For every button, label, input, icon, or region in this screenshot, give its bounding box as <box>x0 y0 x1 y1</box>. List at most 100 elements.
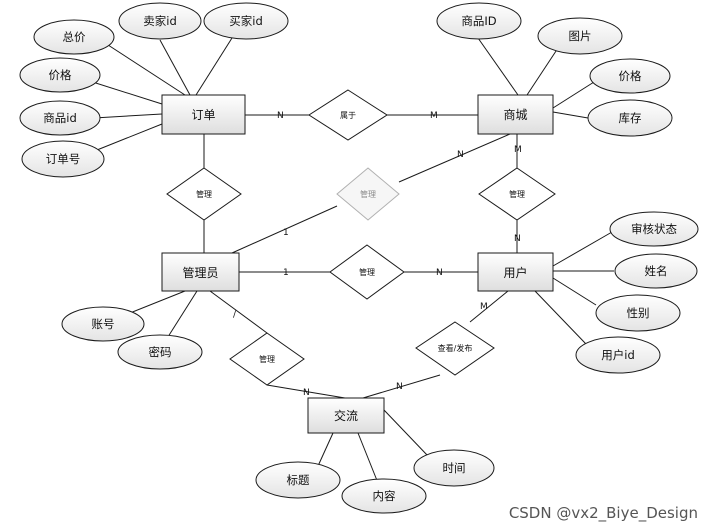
edge-adminexchange-exchange <box>266 384 346 399</box>
watermark: CSDN @vx2_Biye_Design <box>508 504 698 522</box>
edge-userexchange-exchange <box>362 374 441 399</box>
edge-mall-image <box>526 44 561 96</box>
attr-mall-stock-label: 库存 <box>619 111 642 125</box>
edge-mall-adminmall <box>398 133 511 183</box>
relation-admin-mall-label: 管理 <box>360 189 376 199</box>
attr-mall-product-id-label: 商品ID <box>461 14 496 28</box>
card-mall-usermall: M <box>514 145 522 155</box>
attr-exchange-time: 时间 <box>413 449 495 487</box>
entity-admin: 管理员 <box>161 252 240 292</box>
cardinality-labels: N M N 1 M N 1 N / N M N <box>233 111 522 398</box>
entity-admin-label: 管理员 <box>182 265 218 280</box>
card-userexchange-exchange: N <box>396 382 403 392</box>
relation-admin-exchange: 管理 <box>229 332 305 386</box>
entity-mall: 商城 <box>477 94 554 135</box>
edge-exchange-title <box>317 432 334 467</box>
attr-mall-product-id: 商品ID <box>436 2 522 40</box>
attr-order-product-id: 商品id <box>19 100 101 136</box>
attr-mall-price: 价格 <box>589 58 671 94</box>
relation-admin-user-label: 管理 <box>359 267 375 277</box>
attr-order-no-label: 订单号 <box>46 152 81 166</box>
attr-admin-password: 密码 <box>117 334 203 370</box>
attr-order-seller-id: 卖家id <box>118 2 202 40</box>
attr-user-review-status-label: 审核状态 <box>631 222 677 236</box>
edge-adminmall-admin <box>231 205 338 254</box>
card-belongs-mall: M <box>430 111 438 121</box>
card-admin-adminuser: 1 <box>283 268 289 278</box>
attr-order-total-label: 总价 <box>63 30 86 44</box>
attr-order-seller-id-label: 卖家id <box>143 14 177 28</box>
card-adminexchange-exchange: N <box>303 388 310 398</box>
attr-user-gender: 性别 <box>595 294 681 332</box>
attr-mall-stock: 库存 <box>587 99 673 137</box>
edge-order-productid <box>93 113 163 119</box>
attr-user-name: 姓名 <box>614 253 698 289</box>
attr-mall-price-label: 价格 <box>619 69 642 83</box>
edge-exchange-content <box>357 432 379 484</box>
card-adminmall-admin: 1 <box>283 228 289 238</box>
attr-user-id-label: 用户id <box>601 348 635 362</box>
attr-user-gender-label: 性别 <box>627 306 650 320</box>
relation-admin-order: 管理 <box>166 167 242 221</box>
relation-user-exchange-label: 查看/发布 <box>438 343 473 353</box>
entity-order: 订单 <box>161 94 246 135</box>
relation-admin-exchange-label: 管理 <box>259 354 275 364</box>
relation-admin-user: 管理 <box>329 244 405 300</box>
edge-admin-account <box>124 290 186 316</box>
entity-user-label: 用户 <box>503 265 527 280</box>
card-mall-adminmall: N <box>457 150 464 160</box>
attr-exchange-time-label: 时间 <box>443 461 466 475</box>
attr-order-no: 订单号 <box>21 140 105 178</box>
attr-admin-password-label: 密码 <box>149 345 172 359</box>
card-adminuser-user: N <box>436 268 443 278</box>
attr-order-price: 价格 <box>19 57 101 93</box>
attr-exchange-title: 标题 <box>255 461 341 499</box>
relation-belongs: 属于 <box>308 89 388 141</box>
relation-admin-order-label: 管理 <box>196 189 212 199</box>
relation-admin-mall: 管理 <box>336 167 400 221</box>
entity-order-label: 订单 <box>191 108 215 122</box>
edge-order-buyer <box>195 37 233 96</box>
entity-exchange-label: 交流 <box>334 408 358 423</box>
edge-user-gender <box>552 277 597 306</box>
edge-mall-price <box>552 81 595 109</box>
card-usermall-user: N <box>514 234 521 244</box>
entity-exchange: 交流 <box>307 397 385 434</box>
attr-user-id: 用户id <box>575 336 661 374</box>
relation-user-mall-label: 管理 <box>509 189 525 199</box>
card-admin-adminexchange: / <box>233 310 237 320</box>
attr-order-buyer-id: 买家id <box>203 2 289 40</box>
relation-belongs-label: 属于 <box>340 111 356 120</box>
entity-user: 用户 <box>477 252 554 292</box>
entity-mall-label: 商城 <box>503 107 527 122</box>
relation-user-exchange: 查看/发布 <box>415 321 495 376</box>
edge-order-total <box>104 42 186 96</box>
edge-user-review <box>552 231 613 267</box>
edge-user-id <box>534 290 587 345</box>
attr-mall-image: 图片 <box>537 17 623 55</box>
attr-exchange-content: 内容 <box>341 478 427 514</box>
attr-exchange-content-label: 内容 <box>373 489 396 503</box>
edge-user-userexchange <box>469 290 509 323</box>
attr-user-name-label: 姓名 <box>645 264 668 278</box>
attr-mall-image-label: 图片 <box>569 29 592 43</box>
attr-order-total: 总价 <box>33 19 115 55</box>
attr-user-review-status: 审核状态 <box>609 211 699 247</box>
edge-exchange-time <box>383 409 429 457</box>
edge-mall-productid <box>477 37 519 96</box>
edge-admin-password <box>165 290 198 341</box>
attr-order-price-label: 价格 <box>49 68 72 82</box>
edge-admin-adminexchange <box>209 290 268 334</box>
attr-admin-account-label: 账号 <box>92 317 115 331</box>
connector-lines <box>79 37 614 484</box>
edge-order-no <box>91 123 163 153</box>
attr-admin-account: 账号 <box>61 306 145 342</box>
edge-mall-stock <box>552 111 589 119</box>
attr-order-product-id-label: 商品id <box>43 111 77 125</box>
relation-user-mall: 管理 <box>478 167 556 221</box>
card-user-userexchange: M <box>480 302 488 312</box>
edge-order-seller <box>159 39 191 96</box>
card-order-belongs: N <box>277 111 284 121</box>
attr-order-buyer-id-label: 买家id <box>229 14 263 28</box>
